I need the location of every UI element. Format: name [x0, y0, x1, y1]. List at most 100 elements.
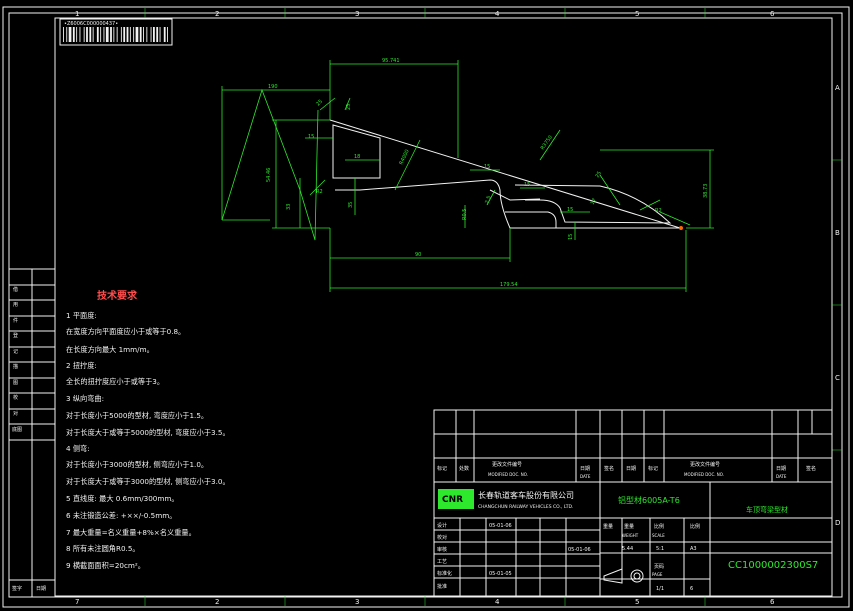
- zone-numbers-top: 1 2 3 4 5 6: [75, 10, 775, 18]
- tb-date3: 日期: [776, 466, 786, 472]
- tb-marked2: 标记: [648, 465, 658, 472]
- tb-weight-en: WEIGHT: [622, 533, 639, 538]
- dim-r4000: R4000: [398, 149, 410, 166]
- barcode-bar: [89, 27, 92, 42]
- tb-page-header: 页码: [654, 563, 664, 570]
- strip-label: 用: [13, 302, 18, 308]
- tb-weight-h: 重量: [624, 523, 634, 530]
- projection-symbol-icon: [603, 568, 644, 584]
- dim-r15: 15: [524, 182, 530, 188]
- tb-ratio-header: 比例: [690, 523, 700, 530]
- dim-top-width: 95.741: [382, 58, 400, 64]
- tb-checker: 校对: [437, 534, 447, 541]
- tb-reviewer: 审核: [437, 546, 447, 553]
- barcode-bar: [146, 27, 148, 42]
- dim-r2: R2: [655, 208, 662, 214]
- dim-r2-left: R2: [316, 189, 323, 195]
- tb-approver: 批准: [437, 583, 447, 590]
- tb-designer: 设计: [437, 522, 447, 529]
- inner-frame: [8, 12, 843, 598]
- barcode-bar: [79, 27, 81, 42]
- strip-label: 日期: [36, 586, 46, 592]
- tb-modified-doc2: 更改文件编号: [690, 461, 720, 468]
- barcode-bar: [133, 27, 135, 42]
- profile-outer: [329, 119, 681, 229]
- strip-label: 记: [13, 348, 18, 355]
- note-line: 1 平面度:: [66, 311, 97, 320]
- signoff-rows: 设计 校对 审核 工艺 标准化 批准 05-01-06 05-01-06 05-…: [437, 522, 700, 592]
- left-strip: [8, 268, 56, 598]
- tb-date-value: 05-01-05: [489, 571, 512, 577]
- barcode-bar: [150, 27, 152, 42]
- zone-number: 2: [215, 598, 219, 606]
- barcode-text: •Z6006C000000437•: [64, 21, 118, 27]
- barcode-bar: [126, 27, 129, 42]
- barcode-bar: [110, 27, 112, 42]
- dim-r17: 17: [590, 197, 598, 206]
- barcode-bar: [96, 27, 99, 42]
- barcode-bar: [103, 27, 105, 42]
- barcode-bar: [129, 27, 131, 42]
- tb-scale-en: SCALE: [652, 533, 665, 538]
- zone-number: 6: [770, 10, 775, 18]
- notes-lines: 1 平面度: 在宽度方向平面度应小于或等于0.8。 在长度方向最大 1mm/m。…: [66, 311, 230, 570]
- tip-marker: [679, 226, 683, 230]
- barcode-bar: [139, 27, 142, 42]
- barcode-bar: [135, 27, 139, 42]
- tb-modified-doc-en: MODIFIED DOC. NO.: [488, 472, 528, 477]
- note-line: 7 最大重量=名义重量+8%×名义重量。: [66, 528, 196, 537]
- dim-r15: 15: [308, 134, 314, 140]
- zone-number: 6: [770, 598, 775, 606]
- strip-label: 图: [13, 380, 18, 386]
- dim-left-offset: 190: [268, 84, 278, 90]
- note-line: 4 侧弯:: [66, 444, 90, 453]
- note-line: 全长的扭拧度应小于或等于3。: [66, 377, 164, 386]
- zone-number: 4: [495, 598, 500, 606]
- company-en: CHANGCHUN RAILWAY VEHICLES CO., LTD.: [478, 504, 573, 510]
- barcode-bar: [63, 27, 64, 42]
- zone-number: 3: [355, 598, 359, 606]
- tb-date-value: 05-01-06: [489, 523, 512, 529]
- strip-label: 校: [13, 394, 18, 401]
- dim-r25: 25: [346, 104, 352, 110]
- barcode-bar: [123, 27, 126, 42]
- barcode-bar: [153, 27, 155, 42]
- part-name: 车顶弯梁型材: [746, 505, 788, 514]
- barcode-bar: [116, 27, 118, 42]
- zone-number: 2: [215, 10, 219, 18]
- barcode-bar: [120, 27, 122, 42]
- note-line: 对于长度小于3000的型材, 侧弯应小于1.0。: [66, 460, 208, 469]
- dim-r25: 25: [315, 99, 324, 108]
- tb-scale-value: 5:1: [656, 546, 664, 552]
- dim-right-height: 38.73: [703, 184, 709, 198]
- tb-weight-header: 重量: [603, 523, 613, 530]
- dim-height-total: 54.46: [266, 168, 272, 182]
- zone-letter: D: [835, 519, 840, 527]
- barcode-bar: [156, 27, 159, 42]
- title-block-grid: [433, 409, 833, 597]
- strip-label: 对: [13, 410, 18, 417]
- note-line: 6 未注锻造公差: +××/-0.5mm。: [66, 511, 176, 520]
- zone-letter: C: [835, 374, 840, 382]
- barcode-bar: [167, 27, 168, 42]
- dim-r15: 15: [484, 164, 490, 170]
- zone-number: 1: [75, 10, 79, 18]
- left-hollow: [332, 124, 381, 179]
- tb-date-en3: DATE: [776, 474, 787, 479]
- tb-page-value: 1/1: [656, 586, 664, 592]
- zone-letters: A B C D: [835, 84, 840, 527]
- zone-number: 4: [495, 10, 500, 18]
- zone-number: 7: [75, 598, 79, 606]
- dim-r0-5: R0.5: [462, 209, 468, 220]
- web-line: [489, 189, 541, 201]
- note-line: 对于长度小于5000的型材, 弯度应小于1.5。: [66, 411, 208, 420]
- dim-bottom-width: 179.54: [500, 282, 518, 288]
- barcode-bar: [86, 27, 88, 42]
- barcode-bar: [83, 27, 85, 42]
- zone-numbers-bottom: 7 2 3 4 5 6: [75, 598, 775, 606]
- material: 铝型材6005A-T6: [618, 495, 680, 505]
- barcode-bar: [72, 27, 75, 42]
- dim-r25-c: 25: [595, 170, 603, 179]
- note-line: 3 纵向弯曲:: [66, 394, 104, 403]
- zone-number: 5: [635, 10, 639, 18]
